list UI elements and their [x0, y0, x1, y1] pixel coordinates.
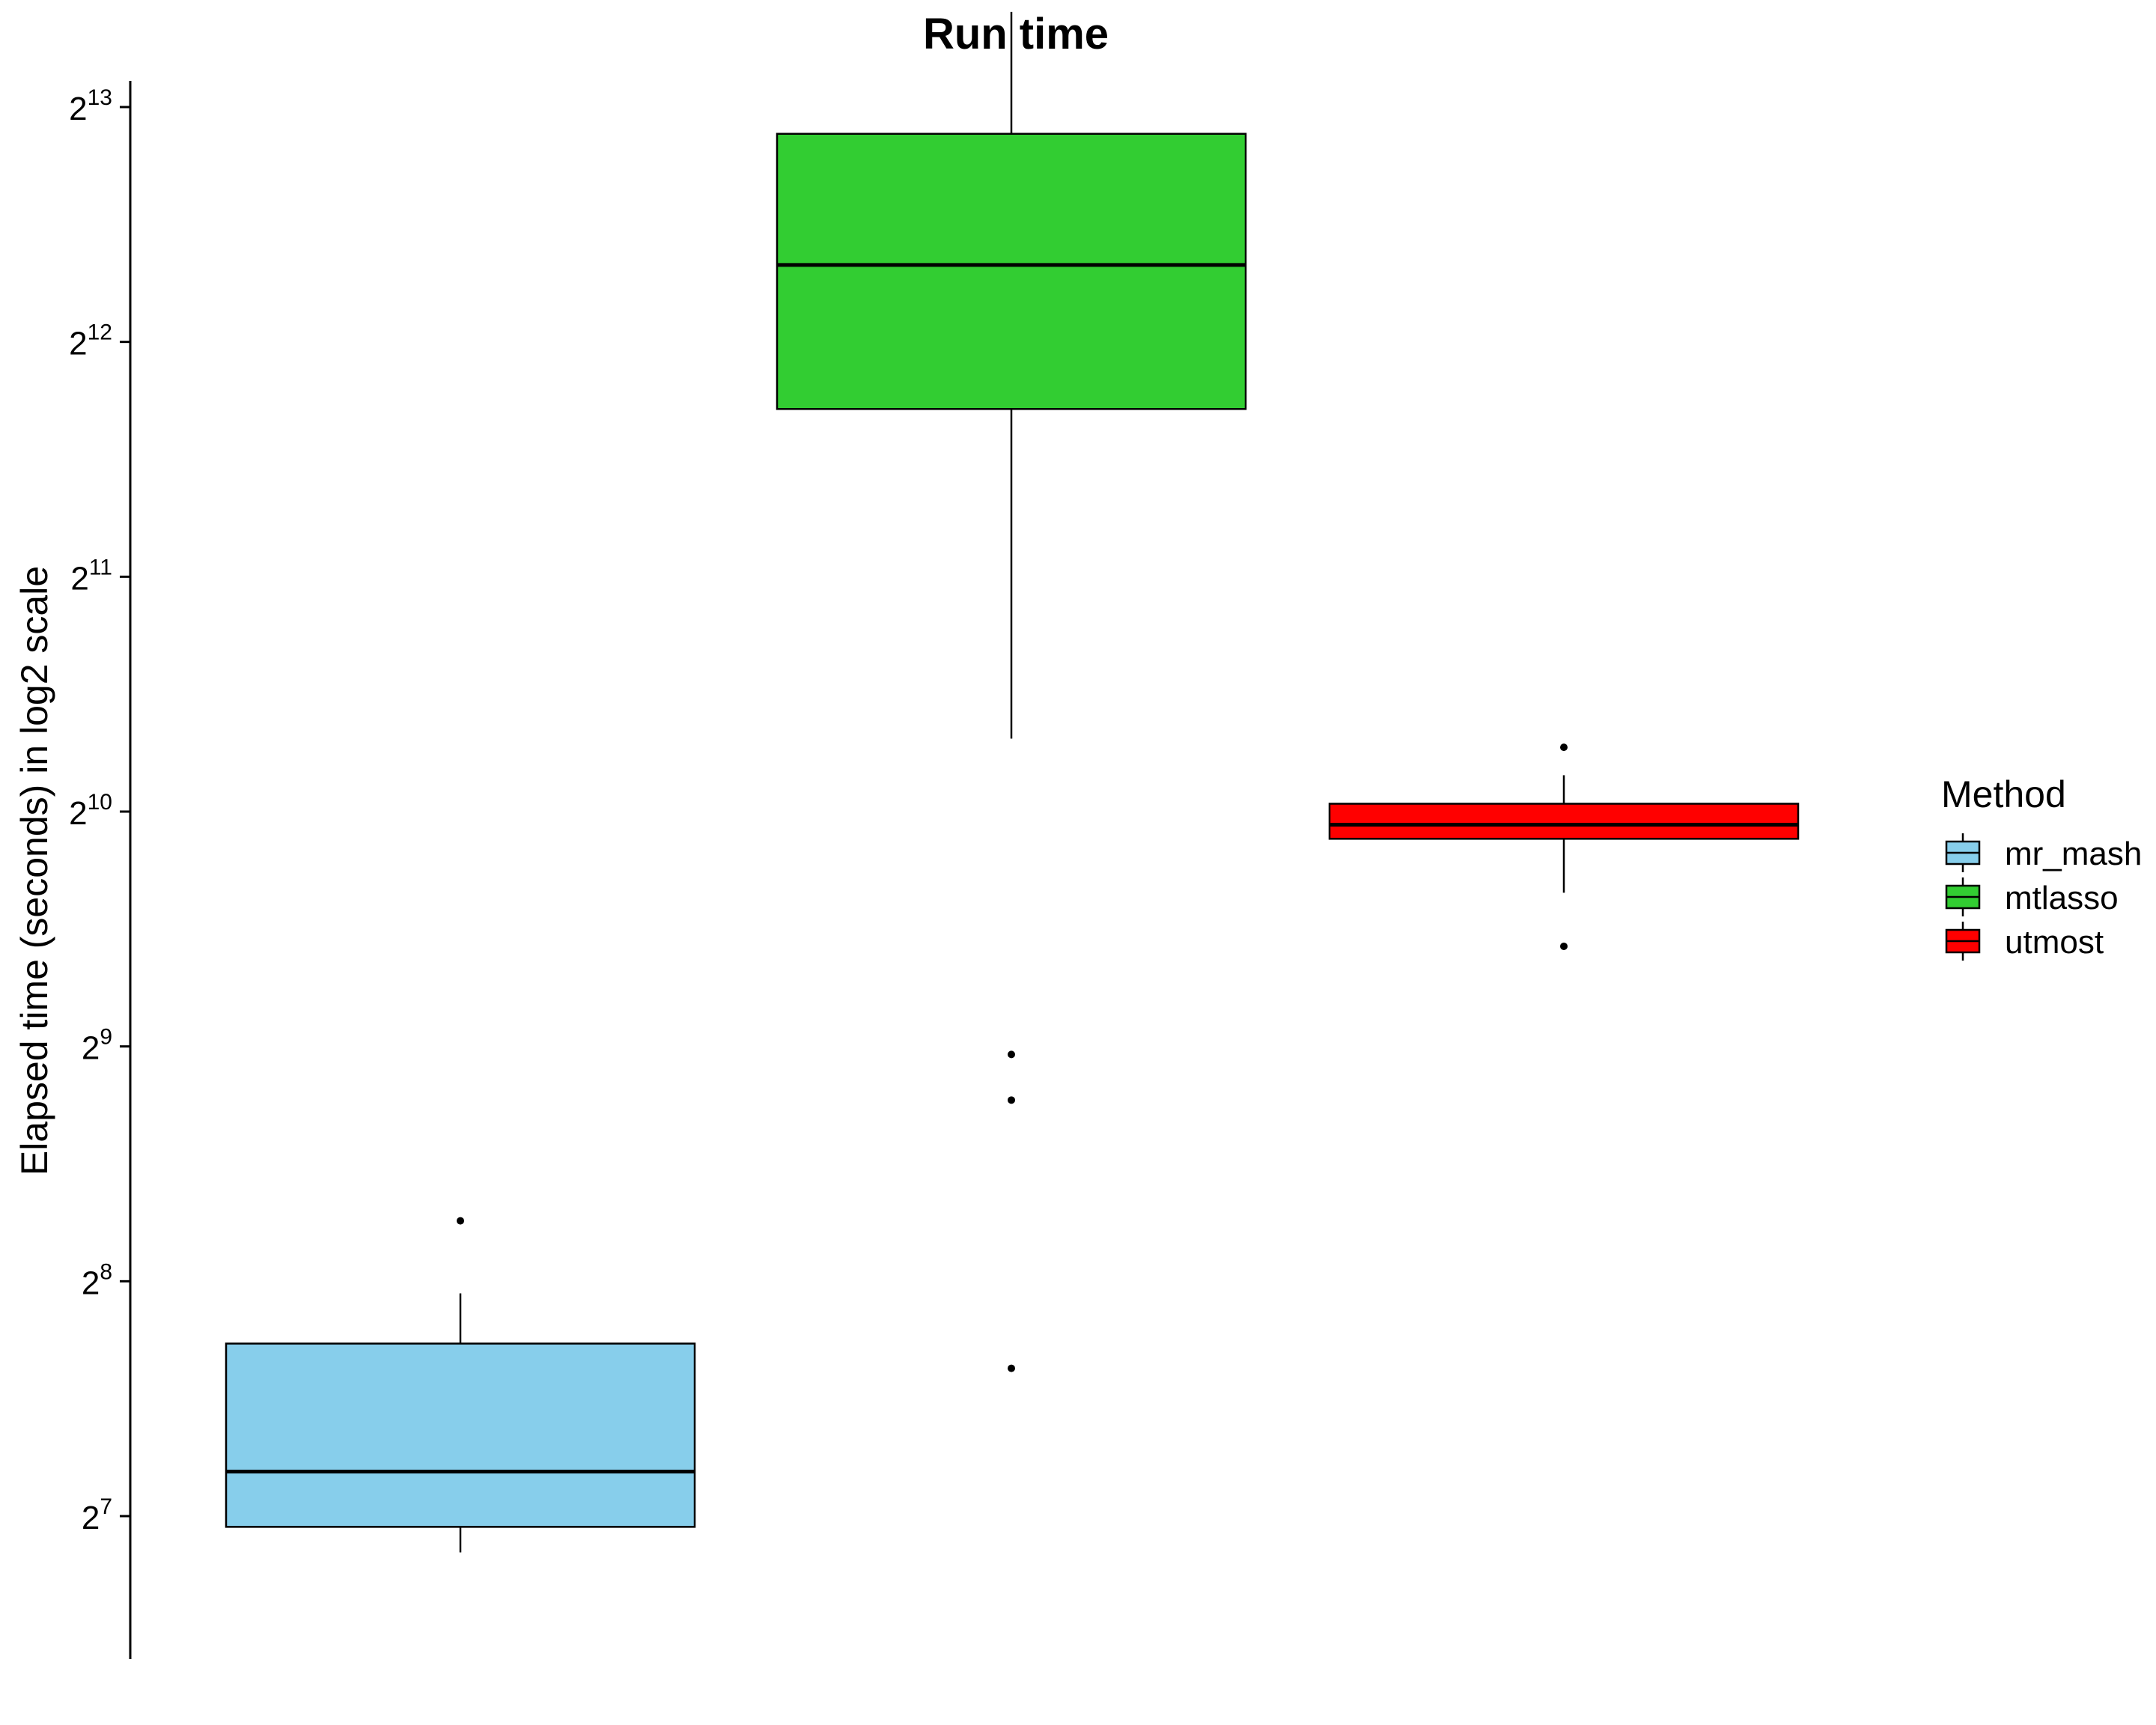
y-tick-label: 210	[69, 790, 112, 832]
y-tick-label: 27	[82, 1494, 112, 1536]
y-axis-ticks: 27 28 29 210 211 212 213	[69, 85, 130, 1536]
boxes	[225, 11, 1800, 1553]
box-mr_mash	[225, 1217, 696, 1553]
legend-label: mtlasso	[2005, 880, 2119, 916]
box-utmost	[1328, 743, 1800, 950]
box-mtlasso	[776, 11, 1247, 1372]
legend-title: Method	[1941, 773, 2066, 815]
y-tick-label: 211	[70, 555, 112, 597]
outlier-point	[1560, 942, 1568, 950]
legend-item-utmost: utmost	[1945, 922, 2104, 961]
legend-label: utmost	[2005, 924, 2104, 961]
y-tick-label: 28	[82, 1259, 112, 1301]
outlier-point	[1008, 1096, 1015, 1104]
outlier-point	[457, 1217, 464, 1225]
box-iqr	[776, 133, 1247, 410]
legend-item-mr_mash: mr_mash	[1945, 833, 2142, 872]
y-tick-label: 212	[69, 320, 112, 362]
outlier-point	[1008, 1364, 1015, 1372]
chart-title: Run time	[923, 10, 1109, 58]
outlier-point	[1560, 743, 1568, 752]
y-axis-label: Elapsed time (seconds) in log2 scale	[13, 566, 55, 1175]
box-iqr	[1328, 803, 1800, 840]
legend-item-mtlasso: mtlasso	[1945, 877, 2119, 916]
y-tick-label: 29	[82, 1025, 112, 1067]
box-iqr	[225, 1342, 696, 1528]
y-tick-label: 213	[69, 85, 112, 127]
outlier-point	[1008, 1050, 1015, 1059]
legend-label: mr_mash	[2005, 836, 2142, 872]
